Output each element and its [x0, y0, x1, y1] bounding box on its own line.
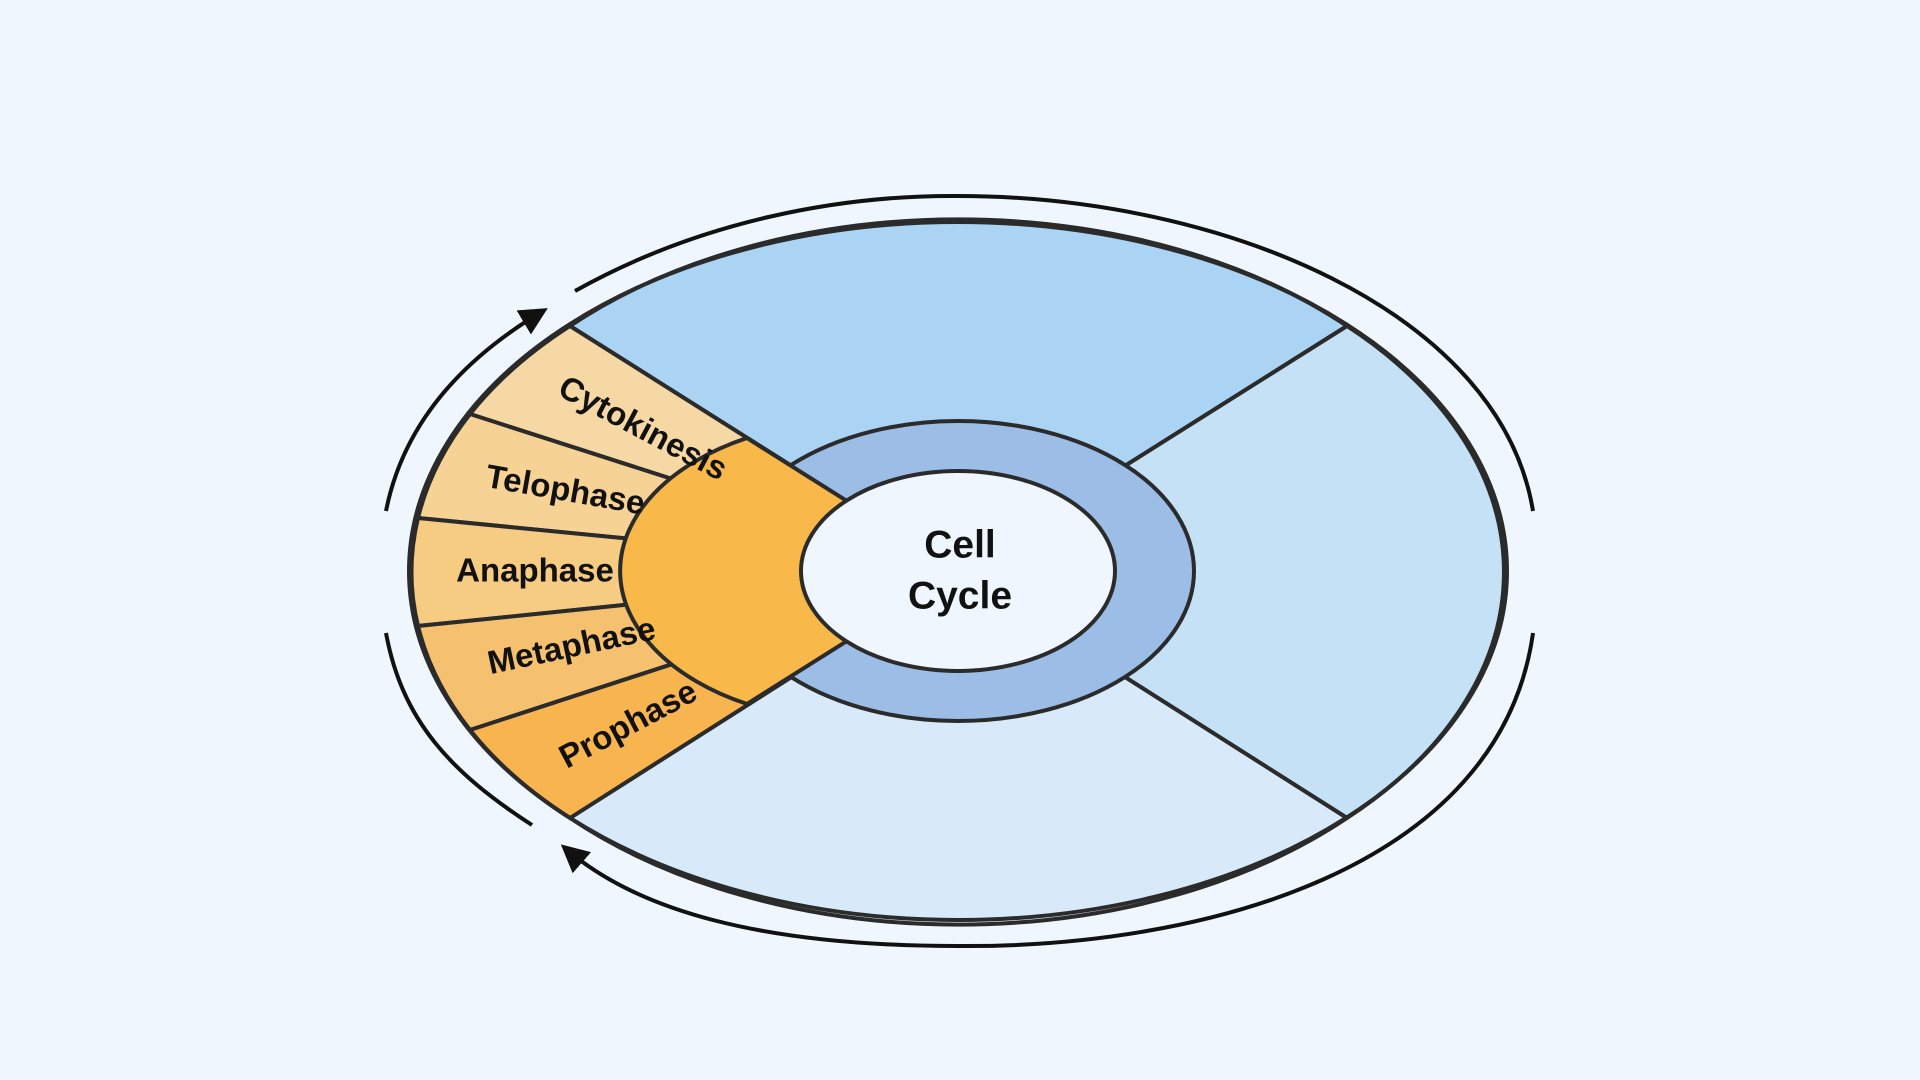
- cycle-arrows: [384, 193, 1535, 949]
- outer-outline: [407, 220, 1509, 922]
- phase-label-anaphase: Anaphase: [456, 552, 614, 589]
- center-ellipse: [799, 469, 1117, 673]
- inner-ring-mitosis-segment: [618, 436, 960, 706]
- center-label-line-2: Cycle: [908, 574, 1012, 617]
- arrow-lower-left: [560, 632, 1535, 949]
- arc-upper-right: [574, 193, 1535, 512]
- arc-lower-left: [384, 632, 534, 827]
- arrow-upper-left: [384, 308, 548, 512]
- quadrant-bottom: [568, 569, 1349, 927]
- center-label-line-1: Cell: [924, 523, 996, 566]
